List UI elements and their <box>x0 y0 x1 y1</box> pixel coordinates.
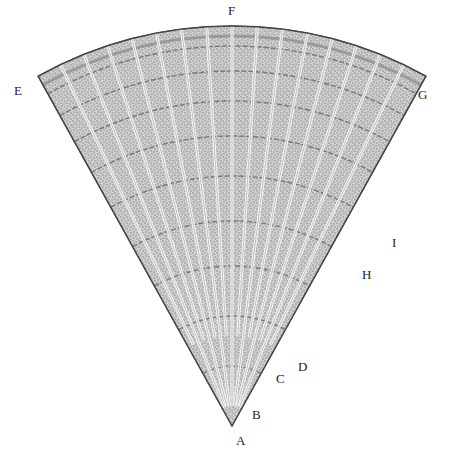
medullary-ray <box>239 54 380 407</box>
ray-edge <box>235 29 283 406</box>
sector-body <box>38 26 426 426</box>
ray-edge <box>271 65 404 345</box>
point-letter: C <box>276 372 285 385</box>
ray-edge <box>132 39 227 407</box>
medullary-ray <box>157 33 215 337</box>
point-letter: A <box>236 434 245 447</box>
medullary-ray <box>271 65 404 345</box>
point-letter: H <box>362 268 371 281</box>
ray-edge <box>157 33 215 337</box>
sector-outline <box>38 26 426 426</box>
medullary-ray <box>207 27 227 336</box>
medullary-ray <box>238 27 258 336</box>
point-letter: E <box>14 84 22 97</box>
ray-edge <box>237 39 332 407</box>
ray-edge <box>239 54 380 407</box>
point-letter: F <box>228 4 235 17</box>
medullary-ray <box>237 39 332 407</box>
medullary-ray <box>84 54 225 407</box>
point-letter: G <box>418 88 427 101</box>
ray-edge <box>207 27 227 336</box>
ray-edge <box>182 29 230 406</box>
ray-edge <box>232 26 233 406</box>
medullary-ray <box>182 29 230 406</box>
point-letter: I <box>392 236 396 249</box>
ray-edge <box>84 54 225 407</box>
point-letter: D <box>298 360 307 373</box>
ray-edge <box>249 33 307 337</box>
point-letter: B <box>252 408 261 421</box>
medullary-ray <box>231 26 234 406</box>
medullary-ray <box>132 39 227 407</box>
medullary-ray <box>249 33 307 337</box>
ray-edge <box>238 27 258 336</box>
medullary-ray <box>235 29 283 406</box>
